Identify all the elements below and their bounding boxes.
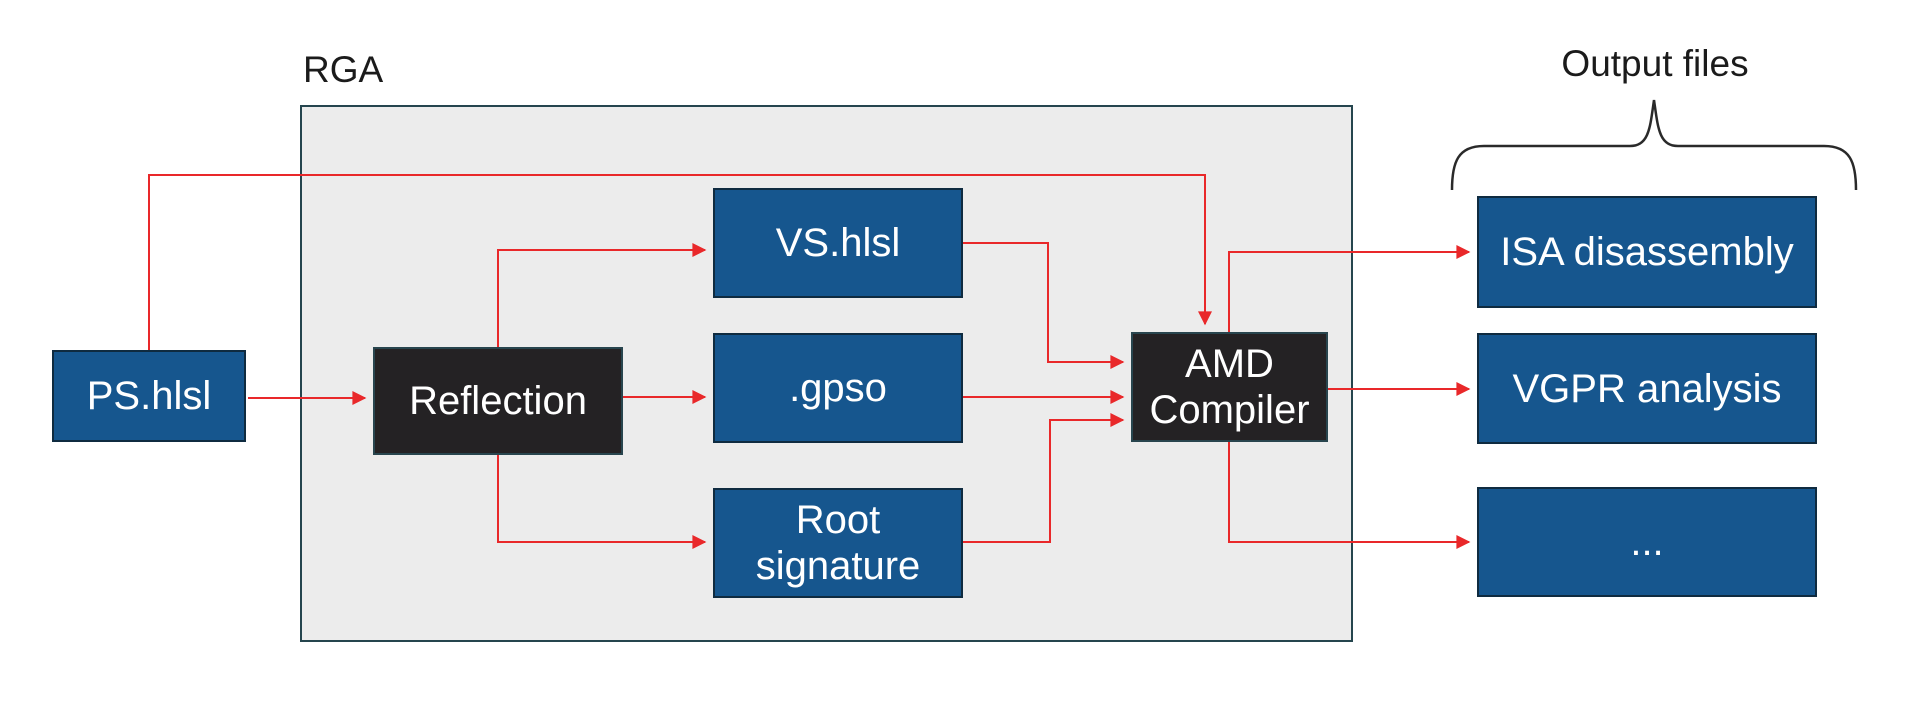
node-isa-disassembly: ISA disassembly [1477,196,1817,308]
node-gpso: .gpso [713,333,963,443]
node-more-outputs-label: ... [1630,520,1664,564]
node-isa-disassembly-label: ISA disassembly [1500,230,1794,274]
node-vs-hlsl: VS.hlsl [713,188,963,298]
output-files-brace [1450,99,1858,191]
output-files-label: Output files [1561,43,1749,84]
node-vs-hlsl-label: VS.hlsl [775,221,901,265]
node-more-outputs: ... [1477,487,1817,597]
rga-label: RGA [303,49,384,90]
node-gpso-label: .gpso [789,366,887,410]
node-root-signature: Root signature [713,488,963,598]
node-vgpr-analysis-label: VGPR analysis [1512,366,1782,411]
node-root-signature-label: Root signature [755,498,921,588]
node-ps-hlsl-label: PS.hlsl [86,374,212,418]
node-vgpr-analysis: VGPR analysis [1477,333,1817,444]
node-amd-compiler: AMD Compiler [1131,332,1328,442]
node-reflection: Reflection [373,347,623,455]
node-ps-hlsl: PS.hlsl [52,350,246,442]
node-reflection-label: Reflection [409,379,587,423]
node-amd-compiler-label: AMD Compiler [1149,342,1310,432]
